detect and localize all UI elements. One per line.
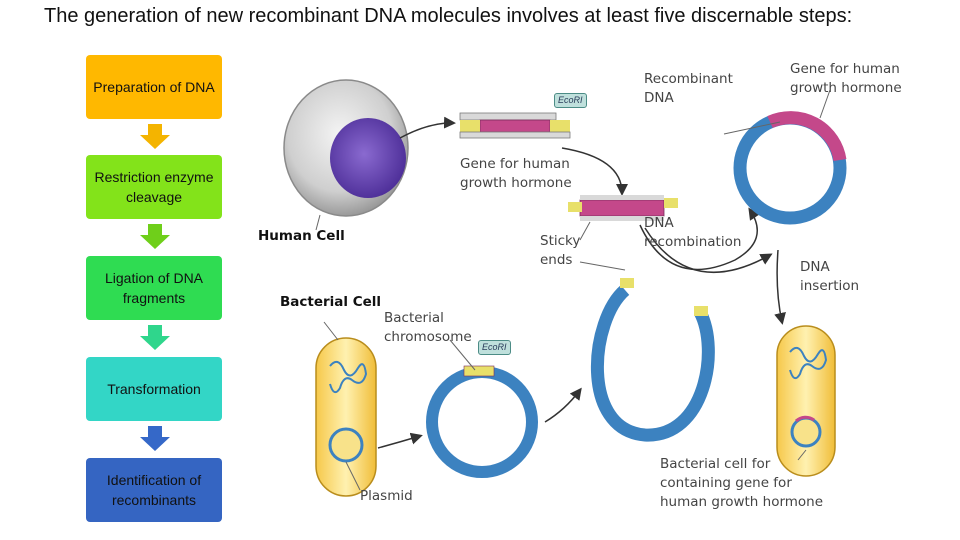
down-arrow-icon bbox=[140, 426, 170, 451]
step-restriction-enzyme-cleavage: Restriction enzyme cleavage bbox=[86, 155, 222, 219]
gene-sticky-ends bbox=[568, 195, 678, 271]
recombinant-dna-label: Recombinant DNA bbox=[644, 71, 733, 106]
step-label: Restriction enzyme cleavage bbox=[94, 169, 214, 205]
sticky-ends-label: Sticky ends bbox=[540, 233, 581, 268]
step-preparation-of-dna: Preparation of DNA bbox=[86, 55, 222, 119]
ecori-label: EcoRI bbox=[554, 93, 587, 108]
plasmid-label: Plasmid bbox=[360, 488, 413, 504]
down-arrow-icon bbox=[140, 224, 170, 249]
bacterial-cell-illustration bbox=[315, 321, 377, 497]
step-ligation-of-dna-fragments: Ligation of DNA fragments bbox=[86, 256, 222, 320]
step-identification-of-recombinants: Identification of recombinants bbox=[86, 458, 222, 522]
gene-segment-top bbox=[459, 112, 571, 139]
slide-title: The generation of new recombinant DNA mo… bbox=[44, 5, 853, 27]
plasmid-ring bbox=[426, 339, 538, 478]
dna-insertion-label: DNA insertion bbox=[800, 259, 860, 294]
diagram-artwork bbox=[283, 79, 847, 497]
bacterial-chromosome-label: Bacterial chromosome bbox=[384, 310, 472, 345]
dna-recombination-label: DNA recombination bbox=[644, 215, 742, 250]
step-label: Ligation of DNA fragments bbox=[104, 270, 204, 306]
step-transformation: Transformation bbox=[86, 357, 222, 421]
gene-for-hgh-label: Gene for human growth hormone bbox=[790, 61, 902, 96]
bacterial-cell-label: Bacterial Cell bbox=[280, 294, 382, 310]
recombinant-plasmid bbox=[723, 89, 847, 225]
gene-human-growth-hormone-label: Gene for human growth hormone bbox=[460, 156, 572, 191]
step-label: Identification of recombinants bbox=[106, 472, 202, 508]
human-cell-illustration bbox=[283, 79, 409, 231]
step-label: Preparation of DNA bbox=[93, 79, 215, 95]
final-bacterial-cell bbox=[776, 325, 836, 477]
bacterial-cell-result-label: Bacterial cell for containing gene for h… bbox=[660, 456, 824, 510]
recombinant-dna-diagram: EcoRI EcoRI Human Cell Bacterial Cell Ge… bbox=[250, 50, 910, 525]
down-arrow-icon bbox=[140, 325, 170, 350]
open-plasmid bbox=[590, 278, 715, 442]
step-label: Transformation bbox=[107, 381, 201, 397]
human-cell-label: Human Cell bbox=[258, 228, 345, 244]
down-arrow-icon bbox=[140, 124, 170, 149]
ecori-plasmid-label: EcoRI bbox=[478, 340, 511, 355]
